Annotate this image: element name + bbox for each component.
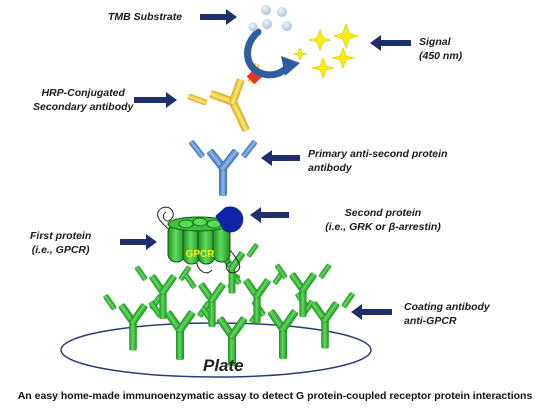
label-hrp-antibody: HRP-Conjugated Secondary antibody <box>33 86 133 114</box>
label-coating-antibody: Coating antibody anti-GPCR <box>404 300 490 328</box>
plate-outline <box>60 322 372 378</box>
label-signal-line1: Signal <box>419 36 451 48</box>
second-protein <box>215 206 244 233</box>
label-signal-line2: (450 nm) <box>419 50 463 62</box>
label-coating-line2: anti-GPCR <box>404 315 457 327</box>
tmb-substrate-dots <box>248 5 292 32</box>
label-first-line1: First protein <box>30 230 92 242</box>
pointer-arrows <box>120 9 411 320</box>
label-primary-line1: Primary anti-second protein <box>308 148 448 160</box>
reaction-arrow <box>244 28 292 79</box>
primary-antibody <box>189 140 257 196</box>
coating-antibodies <box>102 242 356 366</box>
label-signal: Signal (450 nm) <box>419 35 462 63</box>
label-second-line1: Second protein <box>344 207 422 219</box>
label-hrp-line1: HRP-Conjugated <box>41 87 125 99</box>
label-plate: Plate <box>203 356 244 375</box>
gpcr-label: GPCR <box>186 249 216 260</box>
reaction-arrowhead <box>281 56 300 76</box>
gpcr-barrel <box>167 216 231 265</box>
label-first-protein: First protein (i.e., GPCR) <box>30 229 91 257</box>
label-tmb-substrate: TMB Substrate <box>108 11 183 23</box>
label-coating-line1: Coating antibody <box>404 301 490 313</box>
signal-stars <box>292 23 359 79</box>
label-primary-line2: antibody <box>308 162 352 174</box>
figure-caption: An easy home-made immunoenzymatic assay … <box>17 390 533 402</box>
label-second-protein: Second protein (i.e., GRK or β-arrestin) <box>308 206 458 234</box>
label-second-line2: (i.e., GRK or β-arrestin) <box>325 221 441 233</box>
label-primary-antibody: Primary anti-second protein antibody <box>308 147 447 175</box>
label-hrp-line2: Secondary antibody <box>33 101 134 113</box>
label-first-line2: (i.e., GPCR) <box>31 244 90 256</box>
